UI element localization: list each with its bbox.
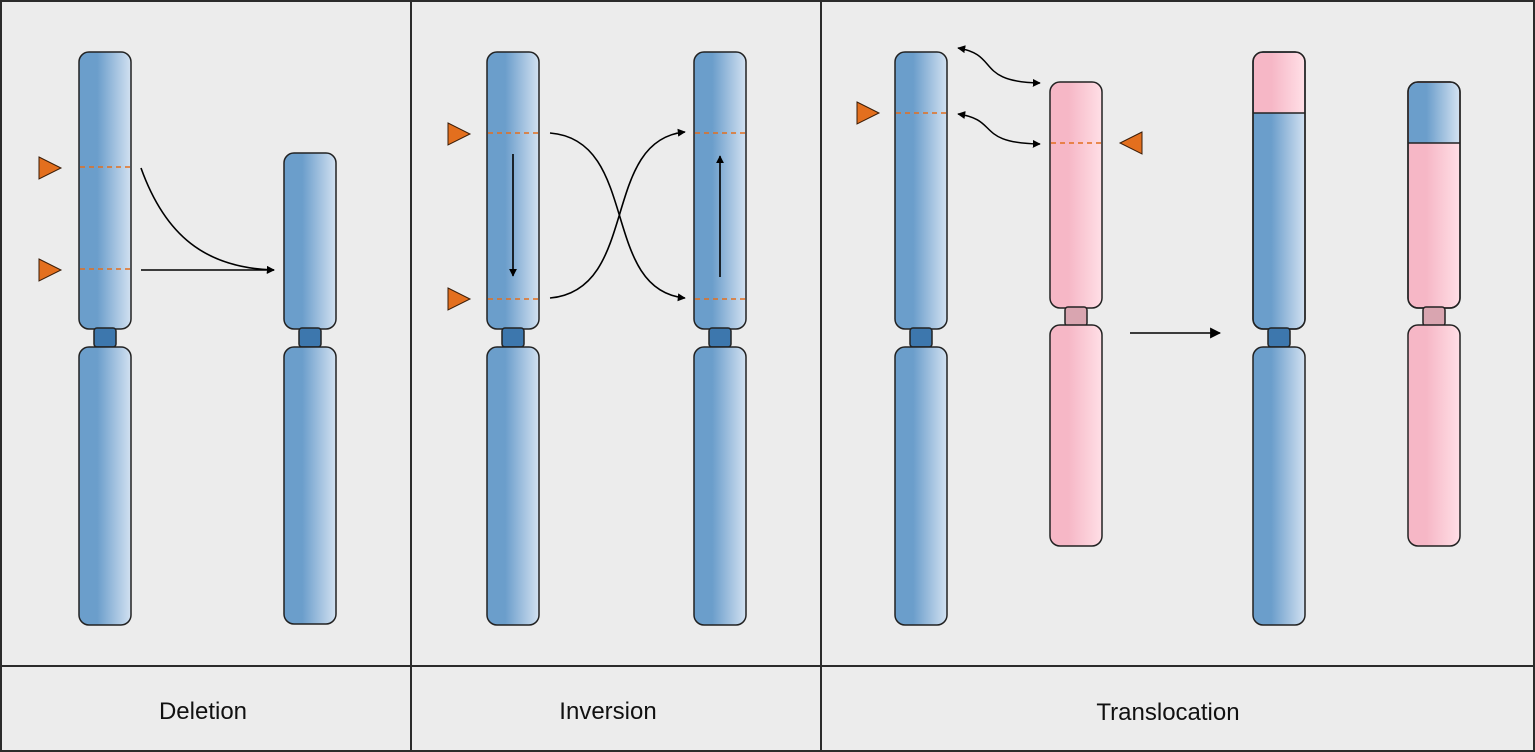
centromere [1422, 306, 1446, 327]
breakpoint-marker [447, 287, 472, 311]
arrow-curved [140, 167, 275, 274]
inversion-caption: Inversion [559, 698, 656, 725]
chromosome-q-arm [78, 346, 132, 626]
breakpoint-marker [38, 258, 63, 282]
centromere [501, 327, 525, 348]
deletion-panel [38, 51, 337, 626]
derivative-blue-chromosome [1252, 51, 1306, 626]
breakpoint-marker [1118, 131, 1143, 155]
translocated-blue-segment [1409, 83, 1459, 143]
translocated-pink-segment [1254, 53, 1304, 113]
centromere [909, 327, 933, 348]
chromosome-q-arm [894, 346, 948, 626]
breakpoint-marker [447, 122, 472, 146]
chromosome-p-arm [1049, 81, 1103, 309]
arrow-crossing [549, 128, 686, 299]
chromosome-q-arm [1252, 346, 1306, 626]
chromosome-q-arm [693, 346, 747, 626]
exchange-arrow [957, 111, 1041, 148]
derivative-pink-chromosome [1407, 81, 1461, 547]
chromosome-q-arm [486, 346, 540, 626]
centromere [298, 327, 322, 348]
blue-chromosome [894, 51, 948, 626]
chromosome-q-arm [283, 346, 337, 625]
breakpoint-marker [38, 156, 63, 180]
inverted-chromosome [693, 51, 747, 626]
original-chromosome [486, 51, 540, 626]
centromere [93, 327, 117, 348]
chromosome-q-arm [1407, 324, 1461, 547]
deleted-chromosome [283, 152, 337, 625]
pink-chromosome [1049, 81, 1103, 547]
chromosome-p-arm [894, 51, 948, 330]
chromosome-p-arm [78, 51, 132, 330]
centromere [708, 327, 732, 348]
translocation-caption: Translocation [1096, 699, 1239, 726]
centromere [1064, 306, 1088, 327]
chromosome-p-arm [283, 152, 337, 330]
exchange-arrow [957, 45, 1041, 87]
deletion-caption: Deletion [159, 698, 247, 725]
breakpoint-marker [856, 101, 881, 125]
centromere [1267, 327, 1291, 348]
original-chromosome [78, 51, 132, 626]
chromosome-q-arm [1049, 324, 1103, 547]
translocation-panel [856, 45, 1461, 626]
inversion-panel [447, 51, 747, 626]
